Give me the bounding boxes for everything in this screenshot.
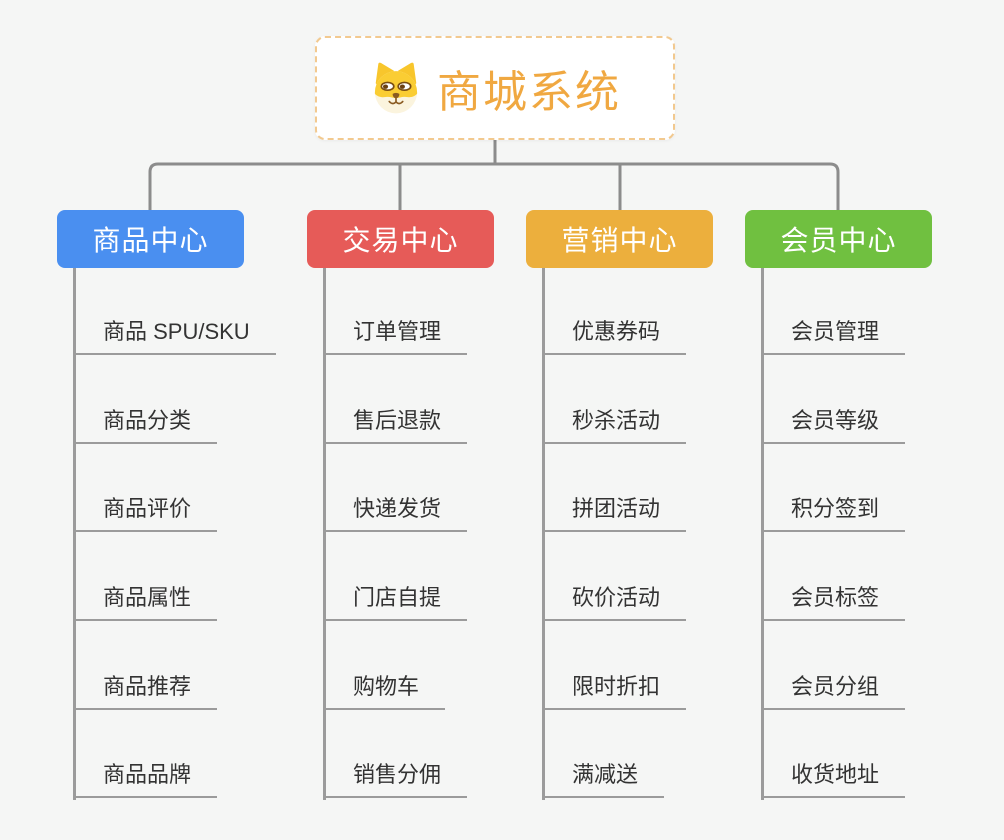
leaf-node[interactable]: 满减送	[542, 760, 665, 798]
leaf-node[interactable]: 商品品牌	[73, 760, 218, 798]
leaf-node[interactable]: 优惠券码	[542, 317, 687, 355]
leaf-node[interactable]: 门店自提	[323, 583, 468, 621]
leaf-node[interactable]: 订单管理	[323, 317, 468, 355]
leaf-node[interactable]: 售后退款	[323, 406, 468, 444]
branch-trunk-line	[761, 268, 764, 800]
branch-node-marketing[interactable]: 营销中心	[526, 210, 713, 268]
leaf-node[interactable]: 会员管理	[761, 317, 906, 355]
branch-node-product[interactable]: 商品中心	[57, 210, 244, 268]
root-node[interactable]: 商城系统	[315, 36, 675, 140]
branch-rail-line	[148, 162, 840, 210]
leaf-node[interactable]: 拼团活动	[542, 494, 687, 532]
leaf-node[interactable]: 秒杀活动	[542, 406, 687, 444]
branch-trunk-line	[323, 268, 326, 800]
leaf-node[interactable]: 商品评价	[73, 494, 218, 532]
leaf-node[interactable]: 限时折扣	[542, 672, 687, 710]
branch-node-trade[interactable]: 交易中心	[307, 210, 494, 268]
leaf-node[interactable]: 砍价活动	[542, 583, 687, 621]
branch-node-member[interactable]: 会员中心	[745, 210, 932, 268]
leaf-node[interactable]: 购物车	[323, 672, 446, 710]
root-title: 商城系统	[437, 68, 621, 117]
leaf-node[interactable]: 会员标签	[761, 583, 906, 621]
leaf-node[interactable]: 积分签到	[761, 494, 906, 532]
tree-wires	[148, 140, 840, 210]
leaf-node[interactable]: 会员分组	[761, 672, 906, 710]
leaf-node[interactable]: 商品 SPU/SKU	[73, 317, 276, 355]
leaf-node[interactable]: 收货地址	[761, 760, 906, 798]
leaf-node[interactable]: 会员等级	[761, 406, 906, 444]
branch-trunk-line	[542, 268, 545, 800]
leaf-node[interactable]: 商品推荐	[73, 672, 218, 710]
leaf-node[interactable]: 销售分佣	[323, 760, 468, 798]
leaf-node[interactable]: 商品分类	[73, 406, 218, 444]
leaf-node[interactable]: 商品属性	[73, 583, 218, 621]
branch-trunk-line	[73, 268, 76, 800]
leaf-node[interactable]: 快递发货	[323, 494, 468, 532]
doge-icon	[374, 62, 418, 114]
